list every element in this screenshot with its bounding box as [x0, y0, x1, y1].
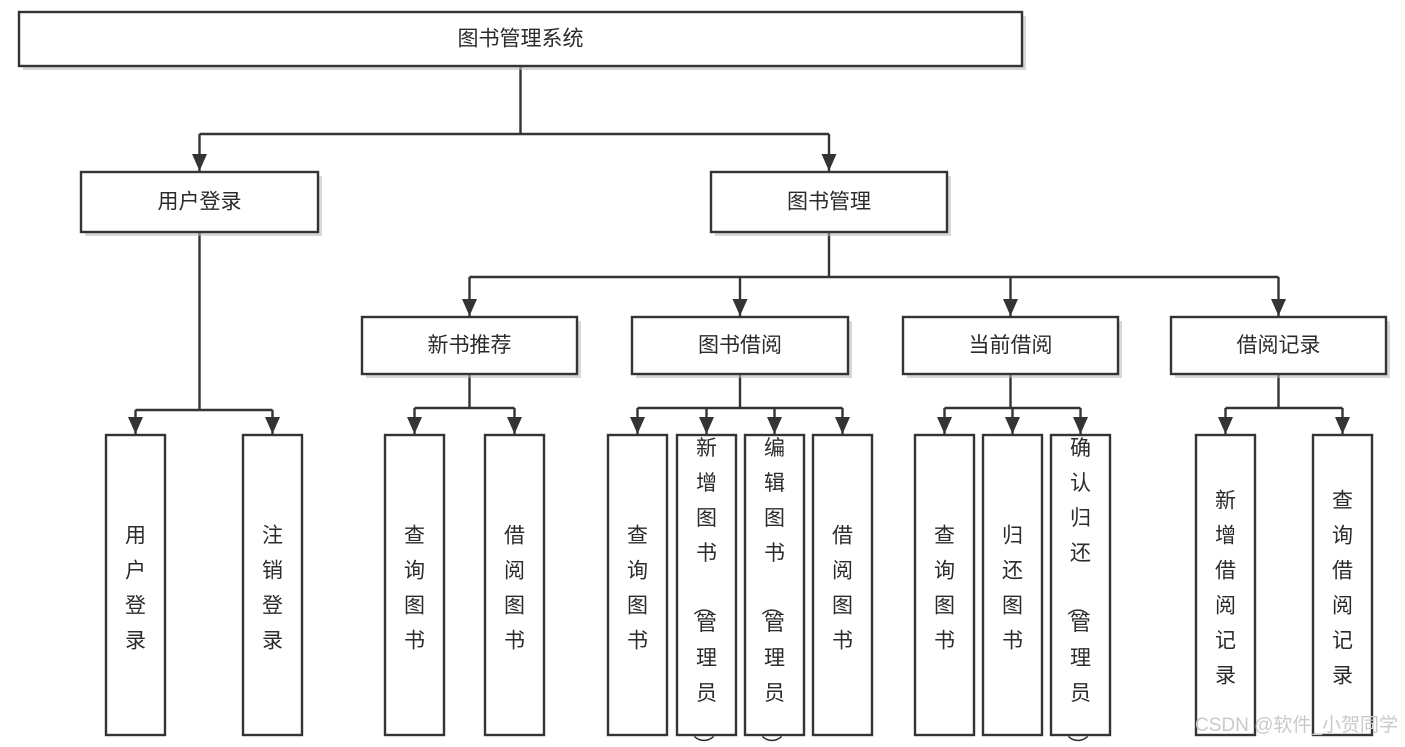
arrow-head — [1335, 417, 1350, 434]
node-rect[interactable] — [1311, 433, 1374, 737]
node-leaf-add-book[interactable]: 新增图书（管理员） — [675, 433, 738, 747]
arrow-head — [1218, 417, 1233, 434]
node-layer: 图书管理系统用户登录图书管理新书推荐图书借阅当前借阅借阅记录用户登录注销登录查询… — [17, 10, 1390, 747]
arrow-head — [699, 417, 714, 434]
node-rect[interactable] — [743, 433, 806, 737]
node-rect[interactable] — [606, 433, 669, 737]
node-rect[interactable] — [709, 170, 949, 234]
node-rect[interactable] — [1194, 433, 1257, 737]
node-rect[interactable] — [17, 10, 1024, 68]
arrow-head — [265, 417, 280, 434]
node-rect[interactable] — [1049, 433, 1112, 737]
arrow-head — [835, 417, 850, 434]
node-label: 查询借阅记录 — [1332, 489, 1353, 687]
node-label: 查询图书 — [934, 524, 955, 652]
arrow-head — [192, 154, 207, 171]
node-leaf-borrow-book-rec[interactable]: 借阅图书 — [483, 433, 546, 737]
node-borrow-record[interactable]: 借阅记录 — [1169, 315, 1390, 378]
arrow-head — [821, 154, 837, 171]
node-book-manage[interactable]: 图书管理 — [709, 170, 951, 236]
arrow-head — [1003, 299, 1018, 316]
node-book-borrow[interactable]: 图书借阅 — [630, 315, 852, 378]
node-rect[interactable] — [901, 315, 1120, 376]
node-leaf-logout[interactable]: 注销登录 — [241, 433, 304, 737]
node-undefined[interactable]: 图书管理系统 — [17, 10, 1026, 70]
node-rect[interactable] — [383, 433, 446, 737]
node-leaf-edit-book[interactable]: 编辑图书（管理员） — [743, 433, 806, 747]
node-leaf-query-book-rec[interactable]: 查询图书 — [383, 433, 446, 737]
arrow-head — [128, 417, 143, 434]
node-new-book-recommend[interactable]: 新书推荐 — [360, 315, 581, 378]
node-label: 新增借阅记录 — [1215, 489, 1236, 687]
node-leaf-confirm-return[interactable]: 确认归还（管理员） — [1049, 433, 1112, 747]
node-label: 借阅图书 — [832, 524, 853, 652]
node-rect[interactable] — [913, 433, 976, 737]
node-label: 新增图书（管理员） — [691, 437, 717, 747]
node-rect[interactable] — [675, 433, 738, 737]
node-leaf-query-book-cur[interactable]: 查询图书 — [913, 433, 976, 737]
node-leaf-query-book-borrow[interactable]: 查询图书 — [606, 433, 669, 737]
node-rect[interactable] — [483, 433, 546, 737]
connector-layer — [128, 66, 1350, 434]
node-leaf-return-book[interactable]: 归还图书 — [981, 433, 1044, 737]
csdn-watermark: CSDN @软件_小贺同学 — [1195, 714, 1398, 736]
node-label: 借阅图书 — [504, 524, 525, 652]
node-leaf-add-record[interactable]: 新增借阅记录 — [1194, 433, 1257, 737]
arrow-head — [732, 299, 748, 316]
node-label: 用户登录 — [158, 191, 242, 214]
node-leaf-query-record[interactable]: 查询借阅记录 — [1311, 433, 1374, 737]
node-label: 图书管理系统 — [458, 28, 584, 51]
node-current-borrow[interactable]: 当前借阅 — [901, 315, 1122, 378]
node-label: 图书管理 — [787, 191, 871, 214]
node-rect[interactable] — [981, 433, 1044, 737]
arrow-head — [767, 417, 782, 434]
node-label: 查询图书 — [404, 524, 425, 652]
node-rect[interactable] — [1169, 315, 1388, 376]
node-leaf-user-login[interactable]: 用户登录 — [104, 433, 167, 737]
node-label: 当前借阅 — [969, 334, 1053, 357]
arrow-head — [407, 417, 422, 434]
node-rect[interactable] — [79, 170, 320, 234]
arrow-head — [937, 417, 952, 434]
arrow-head — [1271, 299, 1286, 316]
node-user-login[interactable]: 用户登录 — [79, 170, 322, 236]
node-rect[interactable] — [811, 433, 874, 737]
arrow-head — [1005, 417, 1020, 434]
arrow-head — [462, 299, 477, 316]
node-label: 确认归还（管理员） — [1065, 437, 1091, 747]
node-label: 图书借阅 — [698, 334, 782, 357]
node-label: 查询图书 — [627, 524, 648, 652]
node-label: 编辑图书（管理员） — [759, 437, 785, 747]
node-rect[interactable] — [360, 315, 579, 376]
node-label: 借阅记录 — [1237, 334, 1321, 357]
node-label: 注销登录 — [262, 524, 283, 652]
node-label: 新书推荐 — [428, 334, 512, 357]
node-label: 归还图书 — [1002, 524, 1023, 652]
arrow-head — [1073, 417, 1088, 434]
node-rect[interactable] — [630, 315, 850, 376]
node-label: 用户登录 — [125, 524, 146, 652]
arrow-head — [630, 417, 645, 434]
node-rect[interactable] — [241, 433, 304, 737]
node-rect[interactable] — [104, 433, 167, 737]
arrow-head — [507, 417, 522, 434]
node-leaf-borrow-book[interactable]: 借阅图书 — [811, 433, 874, 737]
